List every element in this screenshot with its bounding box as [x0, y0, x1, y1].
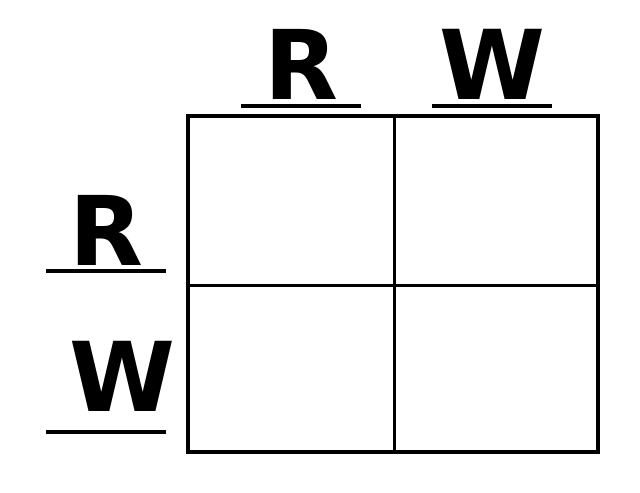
side-allele-1: R — [69, 176, 143, 288]
punnett-cell-r1-c2 — [393, 118, 596, 284]
side-allele-2: W — [69, 322, 175, 434]
top-allele-2: W — [439, 10, 545, 122]
punnett-cell-r1-c1 — [190, 118, 393, 284]
top-allele-1: R — [264, 10, 338, 122]
side-allele-2-underline — [46, 430, 166, 434]
punnett-grid — [186, 114, 600, 454]
punnett-cell-r2-c2 — [393, 284, 596, 450]
top-allele-2-underline — [432, 104, 552, 108]
side-allele-1-underline — [46, 269, 166, 273]
punnett-cell-r2-c1 — [190, 284, 393, 450]
top-allele-1-underline — [241, 104, 361, 108]
